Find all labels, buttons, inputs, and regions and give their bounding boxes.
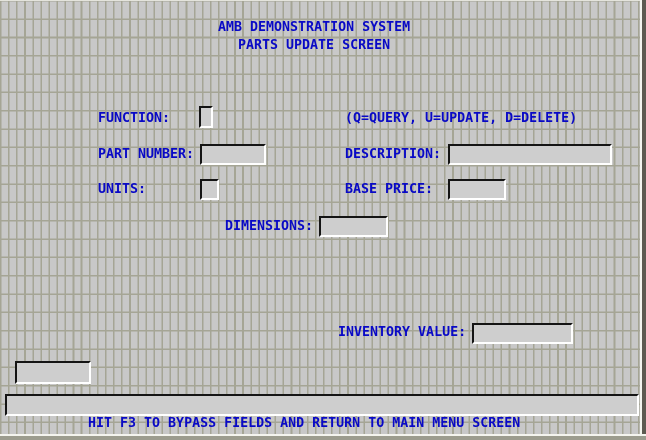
function-input[interactable] bbox=[199, 106, 213, 128]
inventory-value-input[interactable] bbox=[472, 323, 573, 344]
function-label: FUNCTION: bbox=[98, 111, 171, 126]
function-hint: (Q=QUERY, U=UPDATE, D=DELETE) bbox=[345, 111, 578, 126]
dimensions-input[interactable] bbox=[319, 216, 388, 237]
description-label: DESCRIPTION: bbox=[345, 147, 442, 162]
units-input[interactable] bbox=[200, 179, 219, 200]
base-price-input[interactable] bbox=[448, 179, 506, 200]
title-line-2: PARTS UPDATE SCREEN bbox=[238, 38, 391, 53]
units-label: UNITS: bbox=[98, 182, 147, 197]
part-number-input[interactable] bbox=[200, 144, 266, 165]
message-bar bbox=[5, 394, 639, 416]
inventory-value-label: INVENTORY VALUE: bbox=[338, 325, 467, 340]
window-bottom-highlight bbox=[0, 434, 646, 436]
dimensions-label: DIMENSIONS: bbox=[225, 219, 314, 234]
window-right-highlight bbox=[640, 0, 642, 440]
window-right-border bbox=[642, 0, 646, 440]
title-line-1: AMB DEMONSTRATION SYSTEM bbox=[218, 20, 411, 35]
description-input[interactable] bbox=[448, 144, 612, 165]
part-number-label: PART NUMBER: bbox=[98, 147, 195, 162]
footer-message: HIT F3 TO BYPASS FIELDS AND RETURN TO MA… bbox=[88, 416, 521, 431]
base-price-label: BASE PRICE: bbox=[345, 182, 434, 197]
status-box bbox=[15, 361, 91, 384]
window-bottom-border bbox=[0, 436, 646, 440]
window-top-highlight bbox=[0, 0, 646, 1]
